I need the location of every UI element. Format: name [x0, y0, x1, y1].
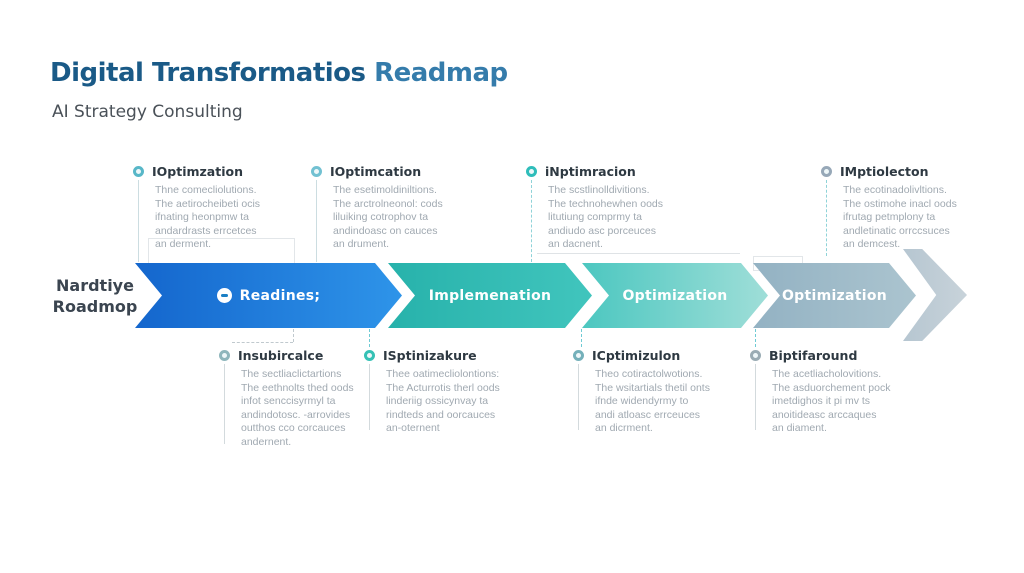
page-title: Digital Transformatios Readmap — [50, 58, 508, 88]
arrow-segment-readiness: Readines; — [135, 263, 402, 328]
milestone-top-2-stem — [316, 180, 317, 262]
arrow-segment-optimization-1-text: Optimization — [622, 287, 728, 304]
arrow-segment-implementation: Implemenation — [388, 263, 592, 328]
milestone-top-1: IOptimzation Thne comecliolutions. The a… — [133, 164, 295, 262]
connector-dash-b4 — [755, 329, 756, 347]
milestone-marker-icon — [133, 166, 144, 177]
milestone-bottom-4: Biptifaround The acetliacholovitions. Th… — [750, 348, 908, 436]
milestone-marker-icon — [573, 350, 584, 361]
arrow-segment-optimization-2-text: Optimization — [781, 287, 888, 304]
milestone-marker-icon — [821, 166, 832, 177]
milestone-bottom-1-stem — [224, 364, 225, 444]
milestone-top-1-stem — [138, 180, 139, 262]
milestone-bottom-3-title: ICptimizulon — [592, 348, 681, 363]
milestone-bottom-4-stem — [755, 364, 756, 430]
milestone-top-4: IMptiolecton The ecotinadolivltions. The… — [821, 164, 989, 256]
page-title-primary: Digital Transformatios — [50, 58, 366, 88]
milestone-bottom-2-body: Thee oatimecliolontions: The Acturrotis … — [386, 368, 500, 434]
arrow-segment-readiness-text: Readines; — [239, 287, 321, 304]
milestone-bottom-3-body: Theo cotiractolwotions. The wsitartials … — [595, 368, 710, 434]
milestone-bottom-1-title: Insubircalce — [238, 348, 324, 363]
roadmap-axis-label-line2: Roadmop — [52, 297, 138, 316]
arrow-segment-implementation-text: Implemenation — [428, 287, 552, 304]
milestone-bottom-1: Insubircalce The sectliaclictartions The… — [219, 348, 371, 449]
milestone-bottom-2-title: ISptinizakure — [383, 348, 477, 363]
milestone-bottom-2: ISptinizakure Thee oatimecliolontions: T… — [364, 348, 522, 436]
milestone-bottom-4-body: The acetliacholovitions. The asduorcheme… — [772, 368, 891, 434]
milestone-marker-icon — [219, 350, 230, 361]
milestone-top-3: iNptimracion The scstlinolldivitions. Th… — [526, 164, 688, 262]
milestone-top-1-title: IOptimzation — [152, 164, 243, 179]
page-title-secondary: Readmap — [374, 58, 508, 88]
milestone-top-3-stem — [531, 180, 532, 262]
milestone-bottom-3-stem — [578, 364, 579, 430]
milestone-top-4-body: The ecotinadolivltions. The ostimohe ina… — [843, 184, 957, 250]
milestone-top-1-body: Thne comecliolutions. The aetirocheibeti… — [155, 184, 261, 250]
milestone-top-2: IOptimcation The esetimoldiniltions. The… — [311, 164, 473, 262]
milestone-marker-icon — [364, 350, 375, 361]
roadmap-axis-label: Nardtiye Roadmop — [46, 275, 144, 317]
connector-dash-b1-horizontal — [232, 342, 293, 343]
connector-dash-b3 — [581, 329, 582, 347]
connector-dash-b1-vertical — [293, 329, 294, 342]
milestone-marker-icon — [526, 166, 537, 177]
connector-line-middle — [537, 253, 740, 254]
milestone-top-2-body: The esetimoldiniltions. The arctrolneono… — [333, 184, 443, 250]
milestone-bottom-1-body: The sectliaclictartions The eethnolts th… — [241, 368, 354, 448]
page-subtitle: AI Strategy Consulting — [52, 102, 243, 122]
arrow-segment-readiness-label: Readines; — [217, 288, 321, 304]
connector-dash-b2 — [369, 329, 370, 347]
milestone-bottom-4-title: Biptifaround — [769, 348, 858, 363]
arrow-segment-optimization-2: Optimization — [753, 263, 916, 328]
milestone-top-3-title: iNptimracion — [545, 164, 636, 179]
milestone-top-3-body: The scstlinolldivitions. The technohewhe… — [548, 184, 664, 250]
arrow-segment-optimization-1: Optimization — [582, 263, 768, 328]
milestone-marker-icon — [750, 350, 761, 361]
readiness-badge-icon — [217, 288, 232, 303]
milestone-top-4-stem — [826, 180, 827, 256]
milestone-marker-icon — [311, 166, 322, 177]
milestone-bottom-3: ICptimizulon Theo cotiractolwotions. The… — [573, 348, 735, 436]
milestone-top-2-title: IOptimcation — [330, 164, 422, 179]
milestone-bottom-2-stem — [369, 364, 370, 430]
roadmap-axis-label-line1: Nardtiye — [56, 276, 134, 295]
milestone-top-4-title: IMptiolecton — [840, 164, 929, 179]
